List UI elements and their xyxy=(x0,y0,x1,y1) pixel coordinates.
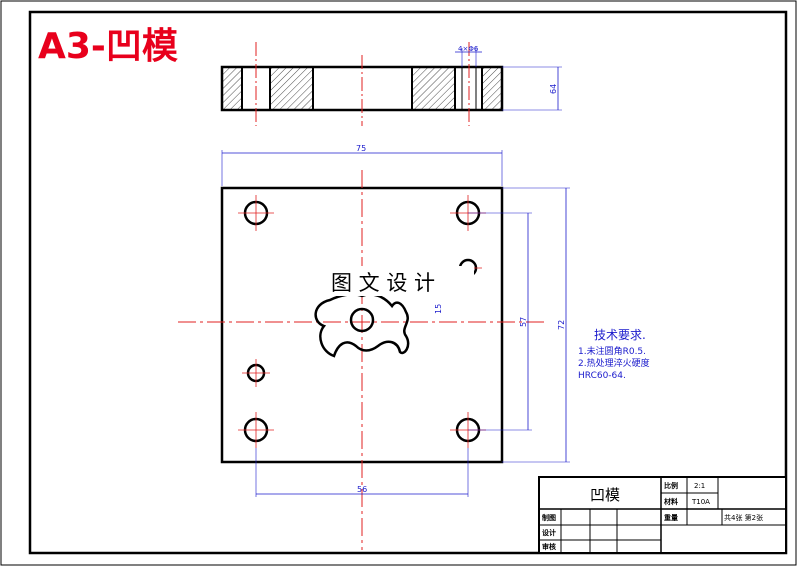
tech-line-3: HRC60-64. xyxy=(578,371,626,381)
tech-heading: 技术要求. xyxy=(594,328,646,342)
die-cavity xyxy=(314,293,410,358)
vertical-spacing-label: 57 xyxy=(519,317,528,327)
material-value: T10A xyxy=(691,498,710,506)
hole-spec-label: 4×Φ6 xyxy=(458,45,479,53)
scale-value: 2:1 xyxy=(694,482,705,490)
corner-hole-top-left xyxy=(238,195,274,231)
side-hatch-2 xyxy=(270,67,313,110)
side-view: 4×Φ6 64 xyxy=(220,42,562,126)
pin-hole-left xyxy=(242,359,270,387)
sheet-info: 共4张 第2张 xyxy=(724,513,763,522)
part-name: 凹模 xyxy=(590,486,620,504)
small-dim-label: 15 xyxy=(434,304,443,314)
tech-line-2: 2.热处理淬火硬度 xyxy=(578,357,650,369)
corner-hole-bottom-left xyxy=(238,412,274,448)
drawn-label: 制图 xyxy=(542,513,556,522)
weight-label: 重量 xyxy=(664,513,678,522)
height-dim-label: 72 xyxy=(557,320,566,330)
thickness-label: 64 xyxy=(549,84,558,94)
side-hatch-3 xyxy=(412,67,455,110)
material-label: 材料 xyxy=(663,497,678,506)
watermark-text: 图 文 设 计 xyxy=(331,271,435,295)
checked-label: 审核 xyxy=(542,542,556,551)
tech-line-1: 1.未注圆角R0.5. xyxy=(578,345,646,357)
title-block: 凹模 比例 2:1 材料 T10A 重量 共4张 第2张 制图 设计 审核 xyxy=(538,476,787,554)
watermark-band xyxy=(318,266,474,296)
designed-label: 设计 xyxy=(542,528,556,537)
scale-label: 比例 xyxy=(664,481,678,490)
side-hatch-4 xyxy=(482,67,502,110)
inner-border xyxy=(28,10,788,555)
width-dim-label: 75 xyxy=(356,144,366,153)
drawing-title: A3-凹模 xyxy=(38,26,178,67)
centre-hole xyxy=(349,307,375,333)
side-hatch-1 xyxy=(222,67,242,110)
top-view: 75 xyxy=(178,144,570,550)
tech-requirements: 技术要求. 1.未注圆角R0.5. 2.热处理淬火硬度 HRC60-64. xyxy=(578,328,650,381)
horizontal-spacing-label: 56 xyxy=(357,485,367,494)
